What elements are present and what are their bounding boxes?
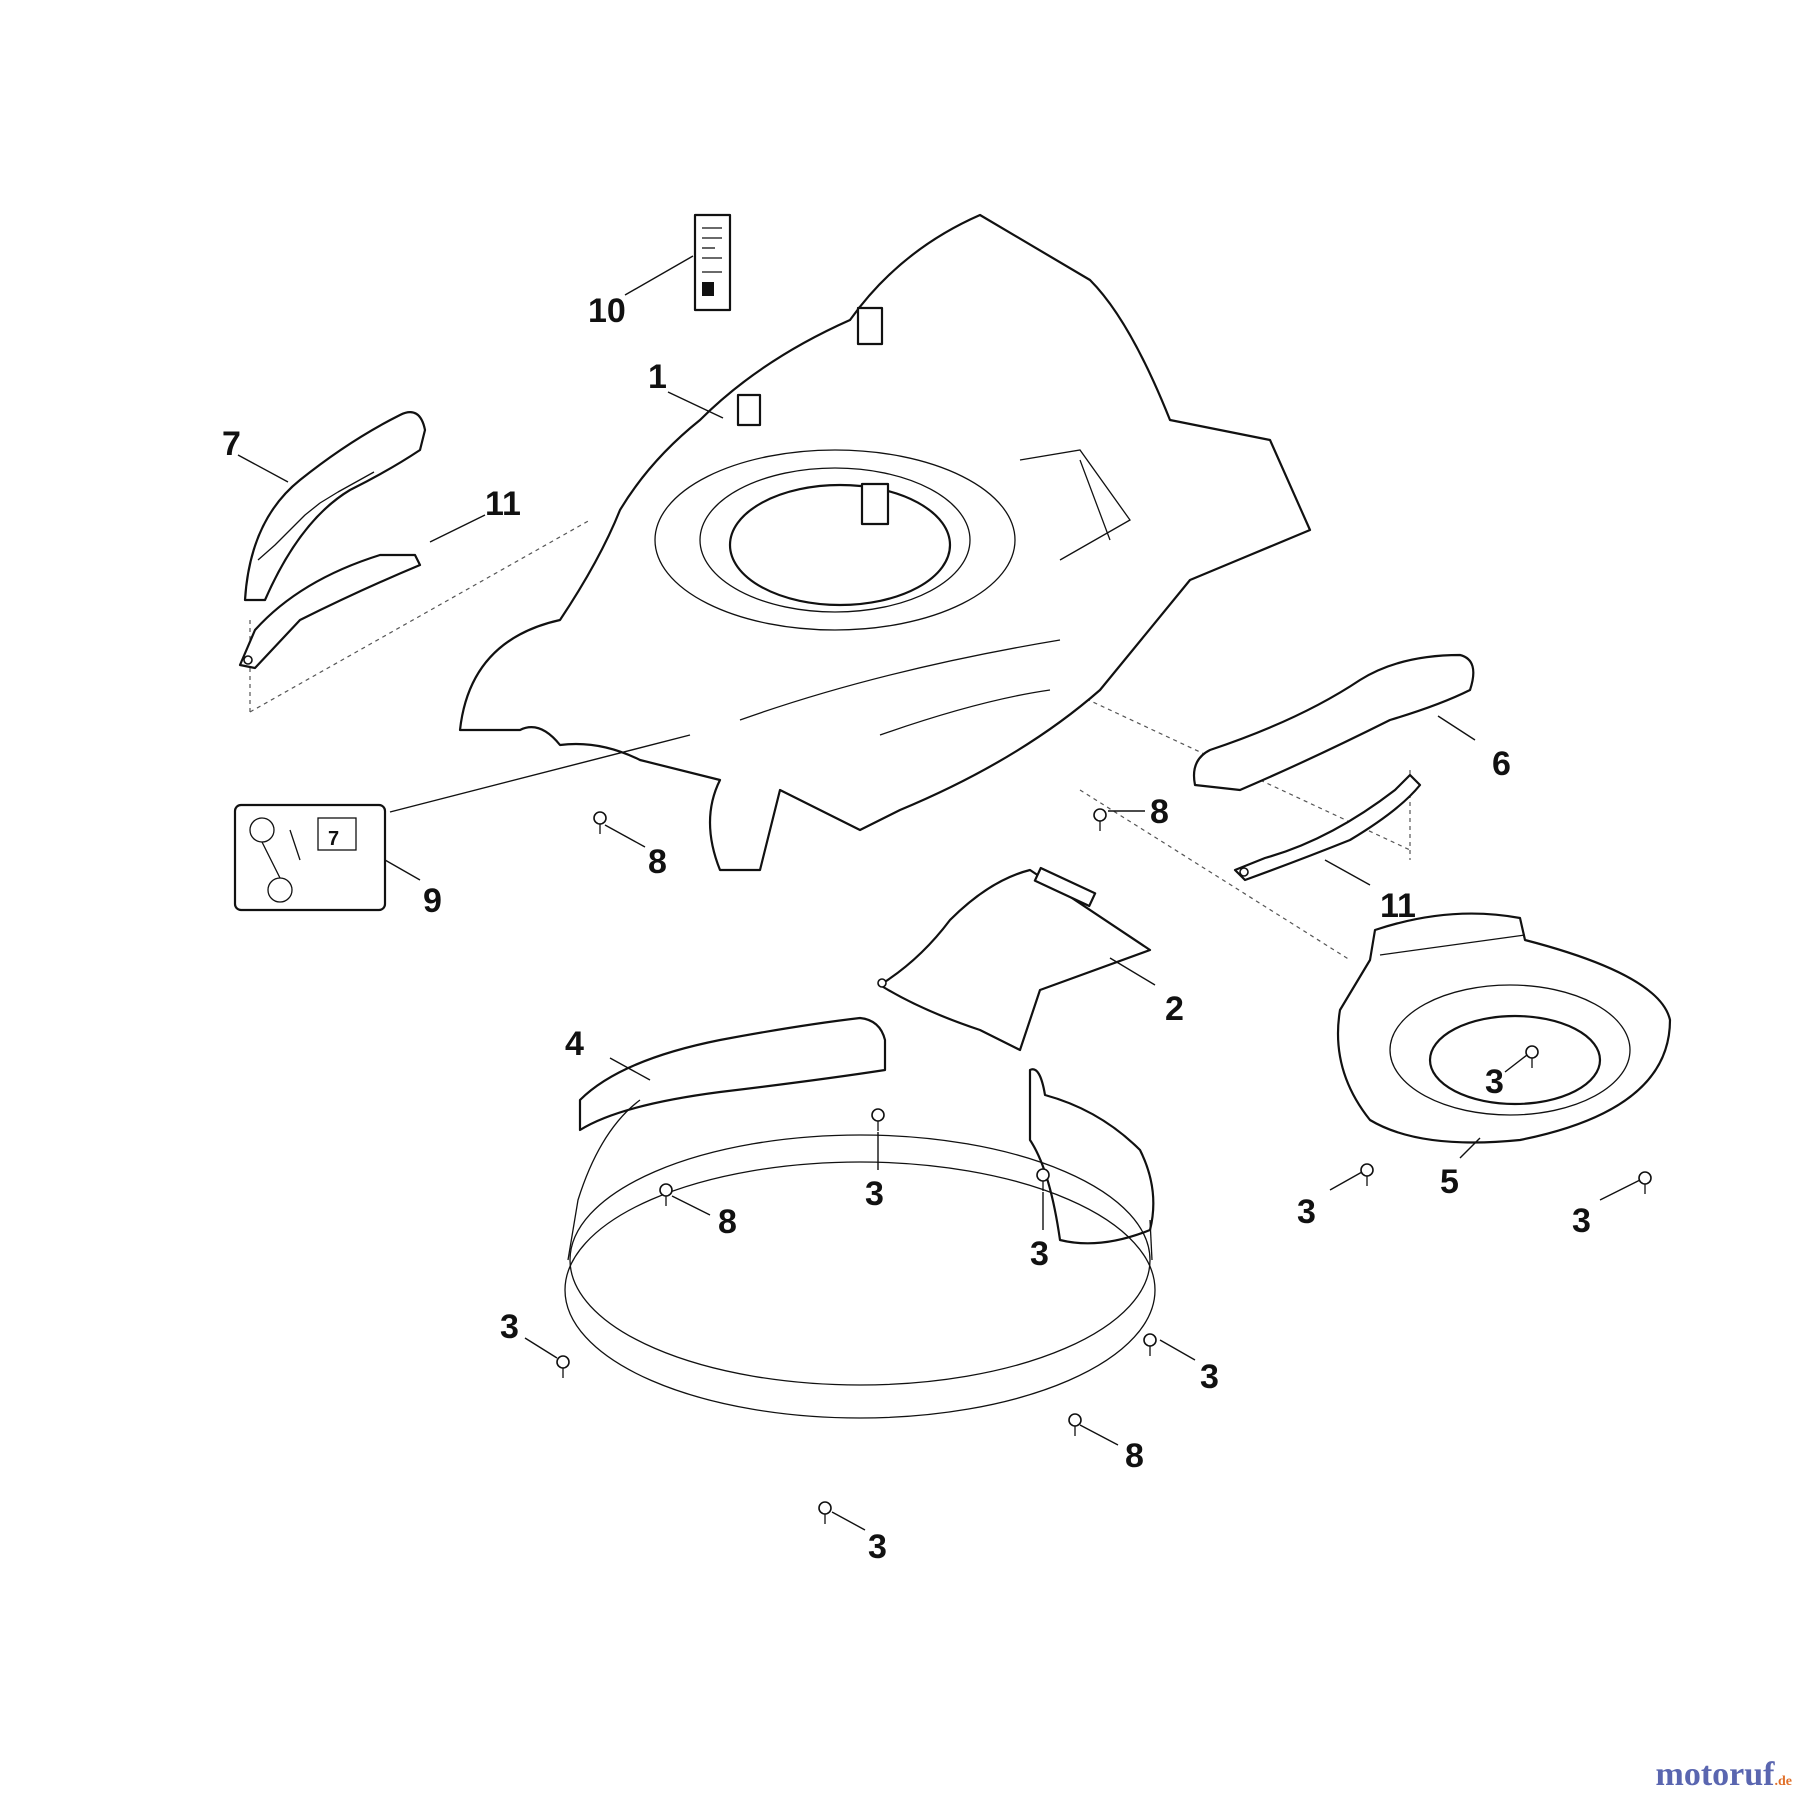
part-4-skirt-band [564, 1016, 1156, 1419]
callout-9: 9 [423, 882, 442, 920]
callout-3-f: 3 [1200, 1358, 1219, 1396]
leader-lines [237, 255, 1641, 1531]
screw-3e [1638, 1171, 1652, 1194]
callout-3-b: 3 [1030, 1235, 1049, 1273]
brand-watermark: motoruf.de [1656, 1756, 1792, 1794]
callout-8-b: 8 [1150, 793, 1169, 831]
screw-3a [871, 1108, 885, 1131]
part-1-deck-housing [458, 213, 1312, 872]
callout-10: 10 [588, 292, 626, 330]
screw-8b [1093, 808, 1107, 831]
part-7-rear-trim-cover [243, 411, 427, 602]
callout-5: 5 [1440, 1163, 1459, 1201]
screw-8d [1068, 1413, 1082, 1436]
screw-8a [593, 811, 607, 834]
inset-label-7: 7 [328, 828, 339, 850]
callout-6: 6 [1492, 745, 1511, 783]
brand-name: motoruf [1655, 1756, 1775, 1793]
part-11-trim-strip-right [1233, 773, 1422, 882]
callout-numbers: 10 1 7 11 9 8 8 6 11 2 4 3 3 3 8 5 3 3 3… [222, 292, 1591, 1566]
callout-8-c: 8 [718, 1203, 737, 1241]
callout-3-g: 3 [868, 1528, 887, 1566]
screw-3g [1143, 1333, 1157, 1356]
screw-8c [659, 1183, 673, 1206]
callout-3-a: 3 [865, 1175, 884, 1213]
callout-11-right: 11 [1380, 887, 1416, 925]
part-10-warning-label [693, 213, 732, 312]
screw-3f [556, 1355, 570, 1378]
callout-3-c: 3 [1297, 1193, 1316, 1231]
callout-11-left: 11 [485, 485, 521, 523]
brand-suffix: .de [1774, 1774, 1793, 1789]
screw-3c [1525, 1045, 1539, 1068]
callout-3-cup: 3 [1485, 1063, 1504, 1101]
callout-7: 7 [222, 425, 241, 463]
callout-4: 4 [565, 1025, 584, 1063]
screw-3b [1036, 1168, 1050, 1191]
callout-8-d: 8 [1125, 1437, 1144, 1475]
part-5-blade-cup [1336, 912, 1672, 1144]
part-11-trim-strip-left [238, 553, 422, 670]
screw-3d [1360, 1163, 1374, 1186]
part-6-front-trim-cover [1192, 653, 1475, 792]
callout-3-e: 3 [500, 1308, 519, 1346]
part-9-height-adjuster-inset: 7 [233, 803, 387, 912]
callout-1: 1 [648, 358, 667, 396]
part-2-deflector-plate [877, 866, 1152, 1052]
screw-3h [818, 1501, 832, 1524]
callout-8-a: 8 [648, 843, 667, 881]
screw-group [556, 808, 1652, 1524]
callout-2: 2 [1165, 990, 1184, 1028]
callout-3-d: 3 [1572, 1202, 1591, 1240]
